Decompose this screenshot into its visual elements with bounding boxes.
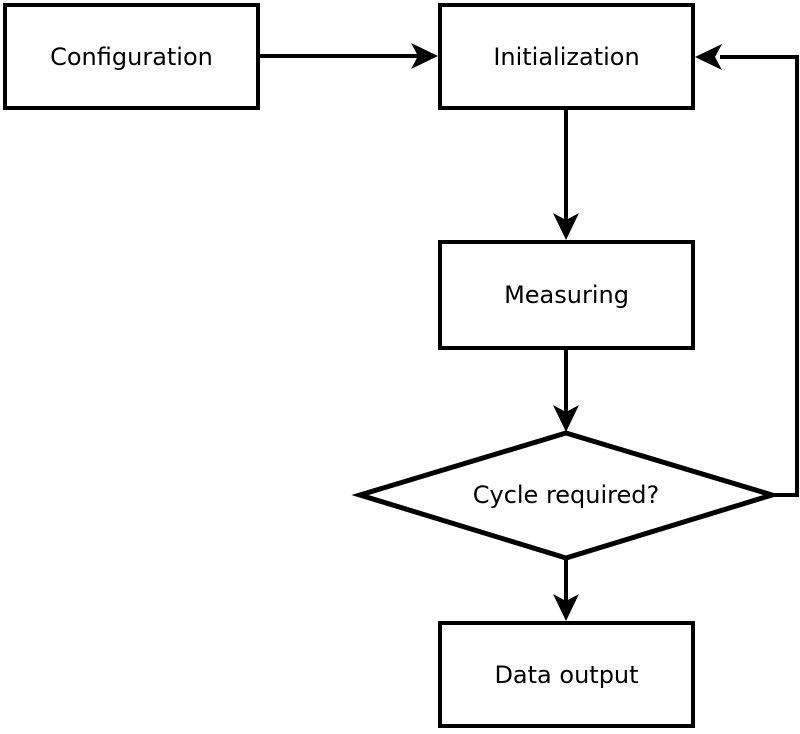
arrowhead-into-measuring-icon xyxy=(553,213,579,240)
node-data-output-label: Data output xyxy=(494,660,639,689)
arrowhead-into-data-output-icon xyxy=(553,594,579,621)
node-initialization-label: Initialization xyxy=(493,42,640,71)
node-configuration-label: Configuration xyxy=(50,42,213,71)
node-decision-label: Cycle required? xyxy=(472,481,660,509)
node-initialization: Initialization xyxy=(438,3,695,110)
arrowhead-into-initialization-left-icon xyxy=(411,43,438,69)
node-measuring-label: Measuring xyxy=(504,281,629,309)
node-measuring: Measuring xyxy=(438,240,695,350)
node-data-output: Data output xyxy=(438,621,695,728)
edge-decision-feedback-to-initialization xyxy=(720,55,799,497)
node-decision: Cycle required? xyxy=(416,477,716,513)
arrowhead-into-initialization-right-icon xyxy=(695,44,722,70)
arrowhead-into-decision-icon xyxy=(553,405,579,432)
node-configuration: Configuration xyxy=(3,3,260,110)
